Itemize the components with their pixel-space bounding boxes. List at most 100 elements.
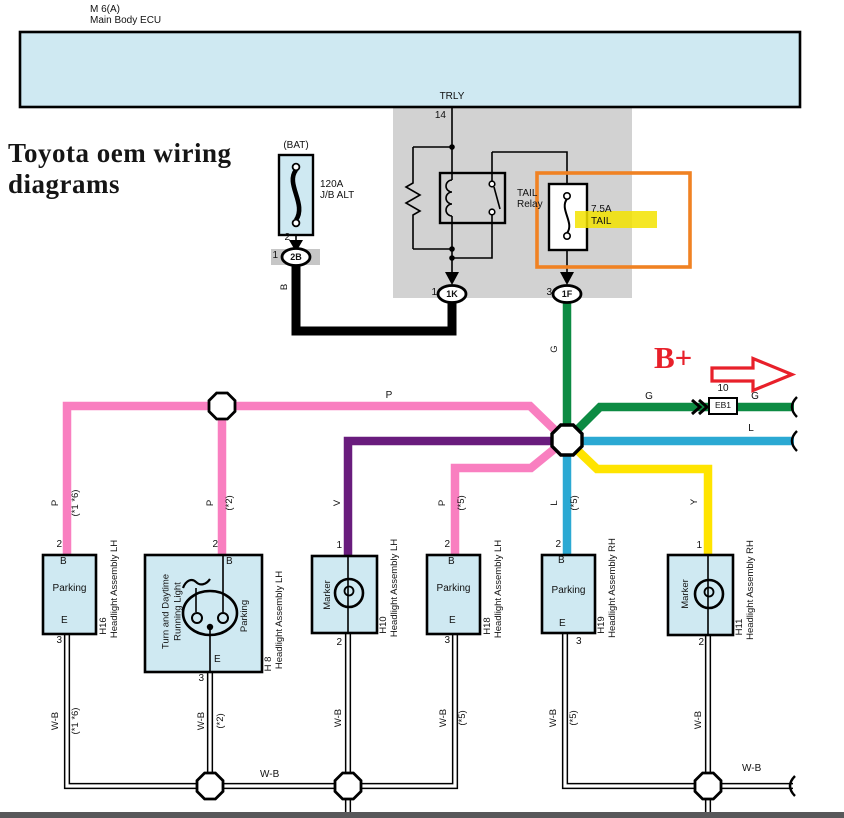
connector-2b-code: 2B xyxy=(290,252,302,262)
relay-gray-panel xyxy=(393,108,632,298)
h19-role: Parking xyxy=(551,585,586,596)
h16-role: Parking xyxy=(52,583,87,594)
bulb-h11 xyxy=(693,556,725,635)
ground-note-h18: (*5) xyxy=(457,710,468,726)
h18-code: H18 xyxy=(482,617,493,635)
h11-pin-bottom: 2 xyxy=(698,637,704,648)
ground-label-h18: W-B xyxy=(438,708,449,728)
h10-code: H10 xyxy=(378,616,389,634)
h16-pin-bottom: 3 xyxy=(56,635,62,646)
ground-junction-b xyxy=(333,771,363,801)
component-box-h19 xyxy=(540,553,597,635)
bat-pin-number: 2 xyxy=(284,232,290,243)
main-body-ecu-box xyxy=(18,30,802,109)
component-box-h10 xyxy=(310,554,379,635)
watermark-title: Toyota oem wiring diagrams xyxy=(8,138,232,199)
junction-pink xyxy=(207,391,237,421)
h11-pin-top: 1 xyxy=(696,540,702,551)
wire-label-g-vertical: G xyxy=(549,345,560,353)
wire-label-b: B xyxy=(279,283,290,291)
connector-1f-pin: 3 xyxy=(546,287,552,298)
bulb-h8 xyxy=(181,555,239,672)
bplus-arrow xyxy=(710,356,797,393)
h19-code: H19 xyxy=(596,616,607,634)
h18-terminal-b: B xyxy=(448,556,455,567)
h8-role2: Turn and Daytime Running Light xyxy=(160,573,184,650)
h8-pin-top: 2 xyxy=(212,539,218,550)
eb1-connector-box xyxy=(708,397,738,415)
bulb-h10 xyxy=(333,556,365,633)
h16-name: Headlight Assembly LH xyxy=(109,539,120,639)
wire-break-symbols xyxy=(788,396,798,797)
resistor-symbol xyxy=(404,147,422,249)
component-box-h11 xyxy=(666,553,735,637)
wire-label-y: Y xyxy=(689,498,700,506)
h8-role: Parking xyxy=(239,599,250,633)
h11-name: Headlight Assembly RH xyxy=(745,540,756,640)
trly-pin-number: 14 xyxy=(434,110,446,121)
wire-b-black xyxy=(291,265,457,336)
wire-label-p1: P xyxy=(50,499,61,507)
connector-1f xyxy=(551,284,583,304)
switch-bottom-line xyxy=(452,215,493,259)
h10-role: Marker xyxy=(322,580,333,610)
h10-name: Headlight Assembly LH xyxy=(389,538,400,638)
wire-label-l-down: L xyxy=(549,500,560,506)
wire-g-to-eb1 xyxy=(569,402,709,438)
wire-label-p-top: P xyxy=(385,390,393,401)
h19-terminal-e: E xyxy=(559,618,566,629)
bat-label: (BAT) xyxy=(283,140,309,151)
ground-label-h19: W-B xyxy=(548,708,559,728)
break-l-wire xyxy=(790,430,798,452)
wire-label-l-right: L xyxy=(748,423,754,434)
ground-out-label: W-B xyxy=(742,763,762,774)
wire-label-g-left: G xyxy=(645,391,653,402)
h8-pin-bottom: 3 xyxy=(198,673,204,684)
fuse-terminal xyxy=(562,232,571,241)
h16-pin-top: 2 xyxy=(56,539,62,550)
break-wb-wire xyxy=(788,775,796,797)
eb1-chevrons xyxy=(691,398,710,416)
h18-pin-top: 2 xyxy=(444,539,450,550)
tail-relay-label: TAIL Relay xyxy=(517,188,543,210)
wire-label-p2: P xyxy=(205,499,216,507)
tail-fuse-name: TAIL xyxy=(591,216,612,227)
wire-p-lower xyxy=(450,442,561,555)
h19-name: Headlight Assembly RH xyxy=(607,538,618,638)
wire-note-p2: (*2) xyxy=(224,495,235,511)
bulb-h8-squiggle xyxy=(181,578,211,589)
bat-fuse-rating: 120A J/B ALT xyxy=(320,179,355,201)
wire-label-v: V xyxy=(332,499,343,507)
connector-1f-code: 1F xyxy=(561,289,573,299)
h10-pin-top: 1 xyxy=(336,540,342,551)
ground-junction-c xyxy=(693,771,723,801)
h16-code: H16 xyxy=(98,617,109,635)
ground-label-h10: W-B xyxy=(333,708,344,728)
h18-name: Headlight Assembly LH xyxy=(493,539,504,639)
orange-annotation-rect xyxy=(535,171,692,269)
component-box-h8 xyxy=(143,553,264,674)
connector-2b-pin: 1 xyxy=(272,250,278,261)
relay-coil-symbol xyxy=(445,179,453,217)
h18-pin-bottom: 3 xyxy=(444,635,450,646)
tail-fuse-element xyxy=(563,198,571,234)
ecu-name-label: Main Body ECU xyxy=(90,15,162,26)
h11-code: H11 xyxy=(734,618,745,636)
wire-y-yellow xyxy=(570,442,713,555)
fuse-terminal xyxy=(291,162,301,172)
h19-terminal-b: B xyxy=(558,555,565,566)
junction-main xyxy=(550,423,584,457)
h18-terminal-e: E xyxy=(449,615,456,626)
h19-pin-bottom: 3 xyxy=(576,636,582,647)
highlight-marker xyxy=(575,211,657,228)
connector-1k-code: 1K xyxy=(446,289,458,299)
h8-name: Headlight Assembly LH xyxy=(274,570,285,670)
h10-pin-bottom: 2 xyxy=(336,637,342,648)
fusible-link-symbol xyxy=(290,168,302,222)
eb1-pin-number: 10 xyxy=(717,383,729,394)
connector-2b xyxy=(280,247,312,267)
h16-terminal-e: E xyxy=(61,615,68,626)
connector-arrows xyxy=(289,240,574,285)
h18-role: Parking xyxy=(436,583,471,594)
